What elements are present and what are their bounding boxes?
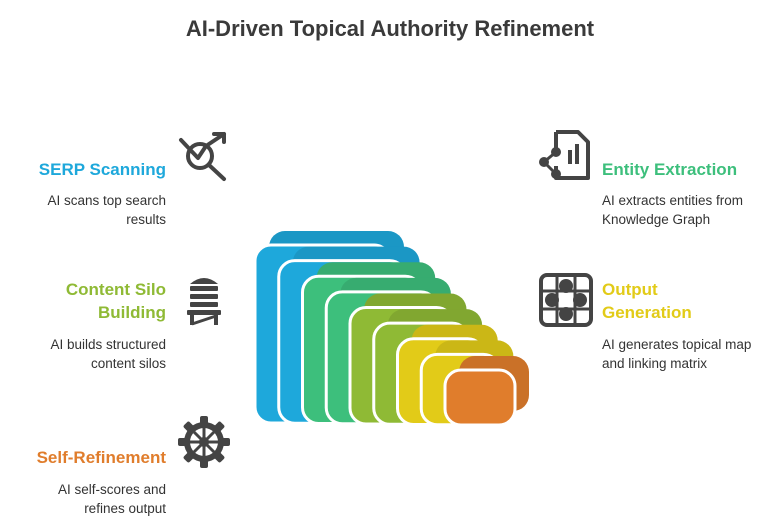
document-share-icon: [539, 130, 590, 180]
stack-layer-9: [443, 356, 529, 427]
output-generation-desc: AI generates topical map and linking mat…: [602, 337, 752, 371]
self-refinement-desc: AI self-scores and refines output: [57, 482, 166, 516]
output-generation-title: Output Generation: [602, 280, 692, 322]
serp-scanning-title: SERP Scanning: [38, 160, 166, 179]
self-refinement-title: Self-Refinement: [36, 448, 166, 467]
content-silo-desc: AI builds structured content silos: [50, 337, 166, 371]
entity-extraction-title: Entity Extraction: [602, 160, 738, 179]
search-trend-icon: [179, 132, 226, 181]
entity-extraction-desc: AI extracts entities from Knowledge Grap…: [602, 193, 744, 227]
matrix-network-icon: [539, 273, 593, 327]
content-silo-title: Content Silo Building: [65, 280, 166, 322]
page-title: AI-Driven Topical Authority Refinement: [185, 16, 595, 41]
gear-wheel-icon: [178, 416, 230, 468]
silo-tower-icon: [187, 278, 221, 326]
serp-scanning-desc: AI scans top search results: [47, 193, 166, 227]
